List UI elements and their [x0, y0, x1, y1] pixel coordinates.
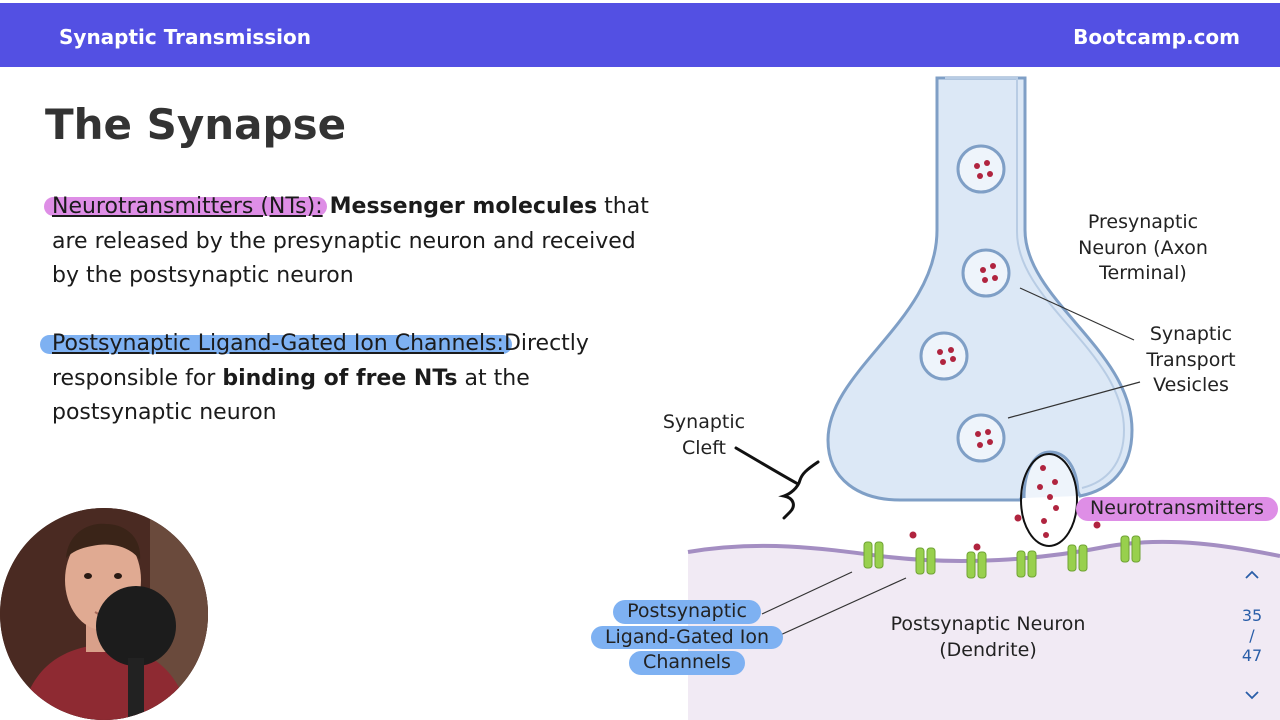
axon-terminal-inner [945, 77, 1126, 489]
definition-text-post: at the postsynaptic neuron [52, 365, 530, 426]
ion-channel [966, 551, 987, 579]
page-separator: / [1249, 626, 1255, 645]
definition-bold: Messenger molecules [329, 194, 598, 219]
definition-text: that are released by the presynaptic neu… [52, 194, 649, 288]
slide-title: The Synapse [45, 100, 347, 149]
course-title: Synaptic Transmission [59, 25, 312, 49]
label-synaptic-vesicles: Synaptic Transport Vesicles [1146, 323, 1236, 396]
definition-ligand-gated-channels: Postsynaptic Ligand-Gated Ion Channels:D… [52, 327, 662, 431]
definition-bold: binding of free NTs [222, 365, 458, 391]
leader-line-vesicles [1007, 381, 1141, 419]
label-ligand-gated-channels: Postsynaptic Ligand-Gated Ion Channels [590, 599, 784, 676]
brand-logo-text[interactable]: Bootcamp.com [1073, 25, 1240, 49]
ion-channel [863, 541, 884, 569]
vesicle [956, 413, 1006, 463]
current-page: 35 [1241, 606, 1263, 625]
previous-page-button[interactable] [1236, 566, 1268, 585]
dendrite-membrane [687, 539, 1280, 563]
vesicle [919, 331, 969, 381]
presenter-image [0, 508, 208, 720]
header-bar: Synaptic Transmission Bootcamp.com [0, 3, 1280, 67]
leader-line-channels [777, 577, 907, 637]
definition-text-pre: Directly responsible for [52, 331, 589, 391]
free-neurotransmitters [909, 514, 1101, 551]
ion-channel [1016, 550, 1037, 578]
vesicle [961, 248, 1011, 298]
label-postsynaptic-neuron: Postsynaptic Neuron (Dendrite) [890, 613, 1086, 661]
leader-line-channels [761, 571, 853, 615]
presenter-webcam [0, 508, 208, 720]
label-presynaptic-neuron: Presynaptic Neuron (Axon Terminal) [1078, 211, 1208, 284]
ion-channel [1120, 535, 1141, 563]
chevron-down-icon [1245, 691, 1259, 700]
term-ligand-gated-channels: Postsynaptic Ligand-Gated Ion Channels: [52, 331, 504, 356]
leader-line-presynaptic [1019, 287, 1135, 341]
page-counter: 35 / 47 [1236, 606, 1268, 666]
fusing-vesicle [1020, 450, 1080, 547]
total-pages: 47 [1241, 646, 1263, 665]
dendrite-body [688, 541, 1280, 720]
ion-channel [915, 547, 936, 575]
label-neurotransmitters: Neurotransmitters [1076, 496, 1278, 522]
next-page-button[interactable] [1236, 686, 1268, 705]
cleft-arrow-annotation [734, 446, 820, 520]
label-synaptic-cleft: Synaptic Cleft [662, 411, 746, 459]
vesicle [956, 144, 1006, 194]
term-neurotransmitters: Neurotransmitters (NTs): [52, 194, 323, 219]
chevron-up-icon [1245, 570, 1259, 579]
ion-channel [1067, 544, 1088, 572]
definition-neurotransmitters: Neurotransmitters (NTs): Messenger molec… [52, 190, 652, 294]
